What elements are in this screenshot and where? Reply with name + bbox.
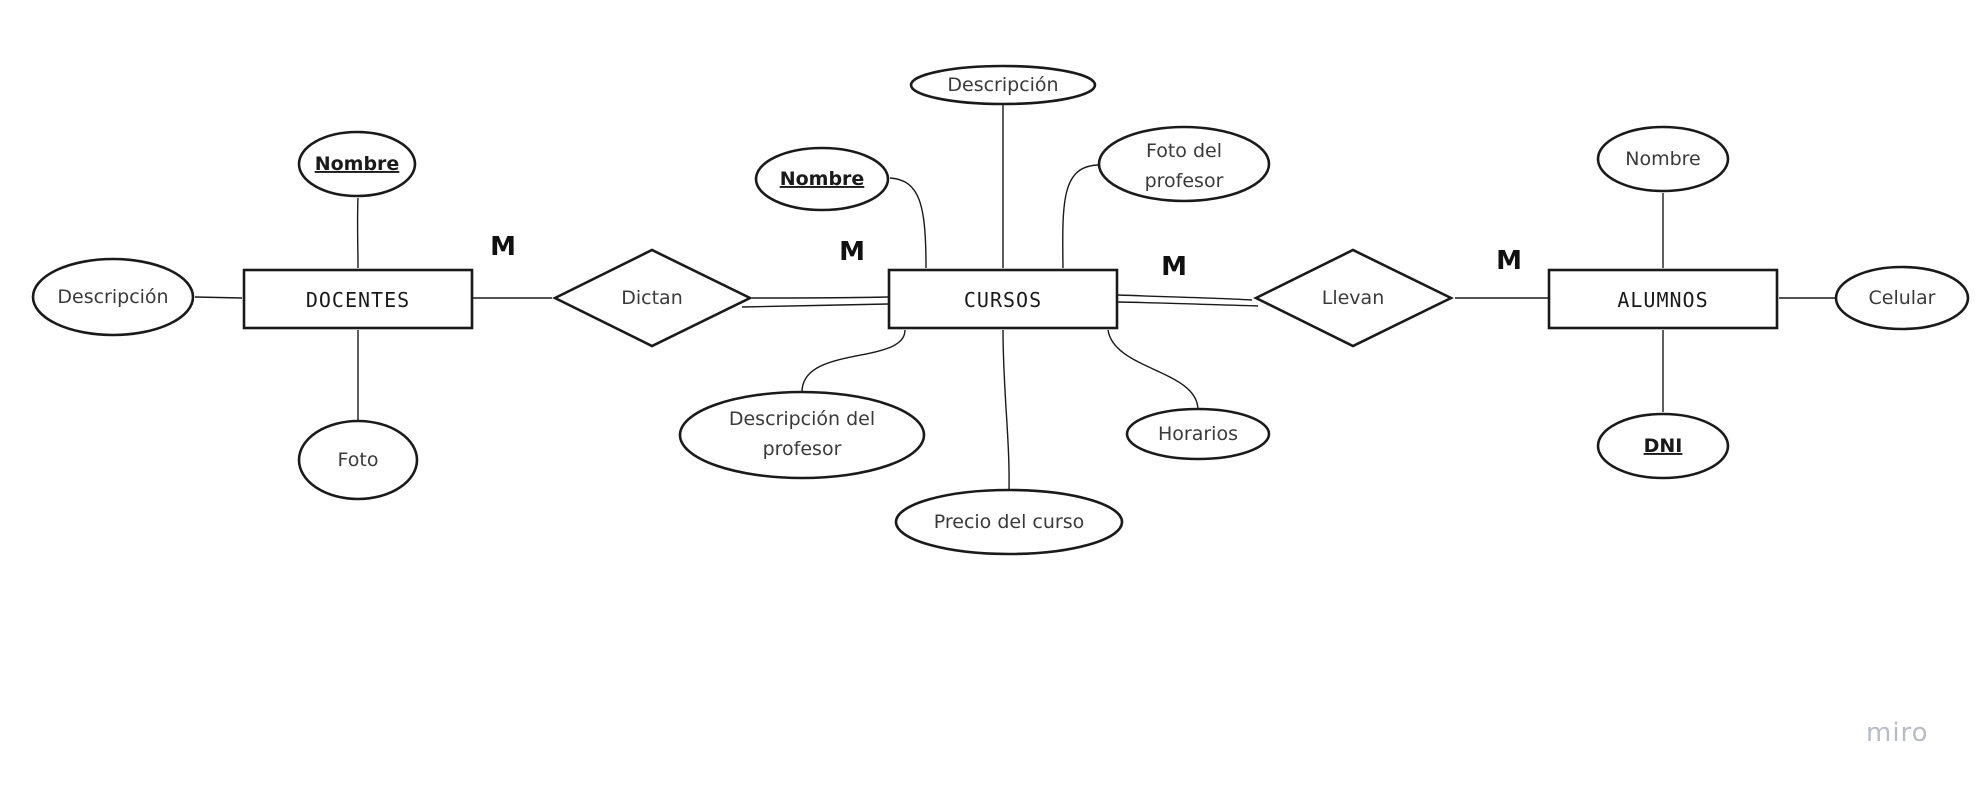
cardinality-dictan-cursos: M [839, 237, 865, 267]
entity-cursos-label: CURSOS [964, 288, 1042, 312]
attribute-cursos-horarios[interactable]: Horarios [1125, 407, 1271, 461]
cardinality-labels: M M M M [490, 232, 1522, 282]
attribute-cursos-descripcion[interactable]: Descripción [909, 64, 1097, 106]
attribute-cursos-nombre-label: Nombre [780, 168, 865, 190]
attribute-cursos-descripcion-profesor[interactable]: Descripción del profesor [678, 390, 926, 480]
entity-docentes-label: DOCENTES [306, 288, 410, 312]
attribute-cursos-descripcion-label: Descripción [947, 74, 1058, 96]
attribute-cursos-precio-label: Precio del curso [934, 511, 1085, 533]
line-cursos-precio [1002, 329, 1010, 491]
cardinality-cursos-llevan: M [1161, 252, 1187, 282]
attribute-cursos-nombre[interactable]: Nombre [754, 146, 890, 212]
attribute-docentes-descripcion[interactable]: Descripción [31, 257, 195, 337]
line-dictan-cursos-b [741, 303, 889, 308]
attribute-alumnos-dni-label: DNI [1644, 435, 1683, 457]
attribute-docentes-nombre-label: Nombre [315, 153, 400, 175]
relationship-llevan[interactable]: Llevan [1253, 248, 1454, 348]
relationship-dictan[interactable]: Dictan [552, 248, 753, 348]
cardinality-llevan-alumnos: M [1496, 246, 1522, 276]
line-cursos-llevan-b [1117, 301, 1259, 307]
attribute-cursos-foto-profesor[interactable]: Foto del profesor [1097, 125, 1271, 203]
relationship-dictan-label: Dictan [621, 287, 683, 309]
attribute-docentes-nombre[interactable]: Nombre [297, 130, 417, 198]
cardinality-docentes-dictan: M [490, 232, 516, 262]
attribute-cursos-horarios-label: Horarios [1158, 423, 1238, 445]
line-cursos-horarios [1107, 329, 1199, 411]
attribute-cursos-descripcion-profesor-label-1: Descripción del [729, 408, 875, 430]
miro-watermark: miro [1866, 718, 1929, 748]
attribute-docentes-foto[interactable]: Foto [297, 419, 419, 501]
attribute-alumnos-dni[interactable]: DNI [1596, 412, 1730, 480]
line-cursos-foto [1062, 164, 1101, 269]
entity-alumnos-label: ALUMNOS [1617, 288, 1708, 312]
attribute-docentes-foto-label: Foto [338, 449, 379, 471]
attribute-alumnos-nombre-label: Nombre [1625, 148, 1701, 170]
attribute-cursos-descripcion-profesor-label-2: profesor [763, 438, 842, 460]
entity-alumnos[interactable]: ALUMNOS [1547, 268, 1779, 330]
attribute-alumnos-nombre[interactable]: Nombre [1596, 125, 1730, 193]
entity-docentes[interactable]: DOCENTES [242, 268, 474, 330]
attribute-cursos-foto-profesor-label-2: profesor [1145, 170, 1224, 192]
attribute-cursos-foto-profesor-label-1: Foto del [1146, 140, 1222, 162]
connector-lines [194, 105, 1835, 491]
attribute-alumnos-celular-label: Celular [1868, 287, 1935, 309]
entity-cursos[interactable]: CURSOS [887, 268, 1119, 330]
line-cursos-nombre [889, 177, 927, 269]
line-cursos-desc-profesor [801, 329, 906, 393]
line-cursos-llevan-a [1117, 294, 1253, 301]
attribute-cursos-precio[interactable]: Precio del curso [894, 488, 1124, 556]
line-dictan-cursos-a [751, 296, 889, 299]
attribute-docentes-descripcion-label: Descripción [57, 286, 168, 308]
relationship-llevan-label: Llevan [1322, 287, 1384, 309]
line-docentes-descripcion [194, 296, 243, 299]
attribute-alumnos-celular[interactable]: Celular [1834, 265, 1970, 331]
